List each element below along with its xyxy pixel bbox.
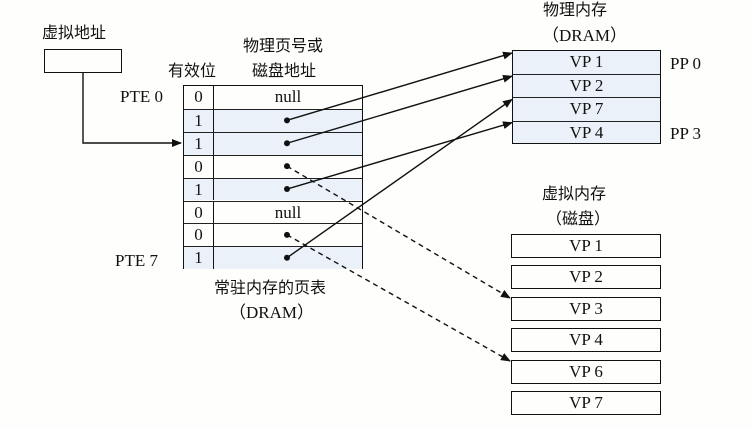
pte-row: 0 null <box>184 200 362 224</box>
valid-bit: 0 <box>184 155 214 178</box>
disk-pointer-arrow <box>286 234 511 362</box>
physical-page: VP 2 <box>513 74 660 97</box>
pp0-label: PP 0 <box>670 54 702 73</box>
valid-bit: 1 <box>184 247 214 270</box>
physical-page: VP 7 <box>513 97 660 120</box>
valid-bit: 0 <box>184 201 214 224</box>
disk-page: VP 7 <box>511 391 661 415</box>
pte-row: 0 <box>184 223 362 247</box>
pte-row: 1 <box>184 131 362 155</box>
pte-row: 0 null <box>184 86 362 109</box>
disk-page: VP 1 <box>511 234 661 258</box>
pte-row: 1 <box>184 108 362 132</box>
virtual-memory-title-line2: （磁盘） <box>546 209 611 228</box>
pte-row: 1 <box>184 177 362 201</box>
physical-page: VP 4 <box>513 120 660 144</box>
pte0-label: PTE 0 <box>120 87 163 106</box>
virtual-address-label: 虚拟地址 <box>42 23 107 42</box>
disk-pointer-arrow <box>286 165 511 299</box>
valid-bit-header: 有效位 <box>168 61 217 80</box>
physical-pointer-arrow <box>286 98 513 259</box>
addr-header-line2: 磁盘地址 <box>252 61 317 80</box>
valid-bit: 1 <box>184 132 214 155</box>
disk-page: VP 2 <box>511 265 661 289</box>
disk-page: VP 4 <box>511 328 661 352</box>
virtual-memory-title-line1: 虚拟内存 <box>542 184 607 203</box>
valid-bit: 0 <box>184 86 214 109</box>
pp3-label: PP 3 <box>670 124 702 143</box>
pte-row: 0 <box>184 154 362 178</box>
physical-memory-title-line1: 物理内存 <box>543 0 608 19</box>
valid-bit: 0 <box>184 224 214 247</box>
physical-pointer-arrow <box>286 51 513 122</box>
disk-page: VP 3 <box>511 297 661 321</box>
page-table-caption-line1: 常驻内存的页表 <box>214 278 327 297</box>
va-to-pte-arrow <box>82 73 182 147</box>
addr-header-line1: 物理页号或 <box>243 36 324 55</box>
virtual-address-box <box>44 49 122 73</box>
physical-pointer-arrow <box>286 74 513 144</box>
page-table: 0 null 1 1 0 1 0 null 0 1 <box>183 85 363 270</box>
pte-address: null <box>274 202 302 222</box>
physical-memory-title-line2: （DRAM） <box>542 26 628 45</box>
valid-bit: 1 <box>184 178 214 201</box>
physical-memory: VP 1 VP 2 VP 7 VP 4 <box>512 50 661 144</box>
page-table-caption-line2: （DRAM） <box>229 303 315 322</box>
pte7-label: PTE 7 <box>115 251 158 270</box>
physical-pointer-arrow <box>286 121 513 190</box>
disk-page: VP 6 <box>511 360 661 384</box>
pte-row: 1 <box>184 246 362 270</box>
valid-bit: 1 <box>184 109 214 132</box>
pte-address: null <box>274 87 302 106</box>
physical-page: VP 1 <box>569 52 604 71</box>
